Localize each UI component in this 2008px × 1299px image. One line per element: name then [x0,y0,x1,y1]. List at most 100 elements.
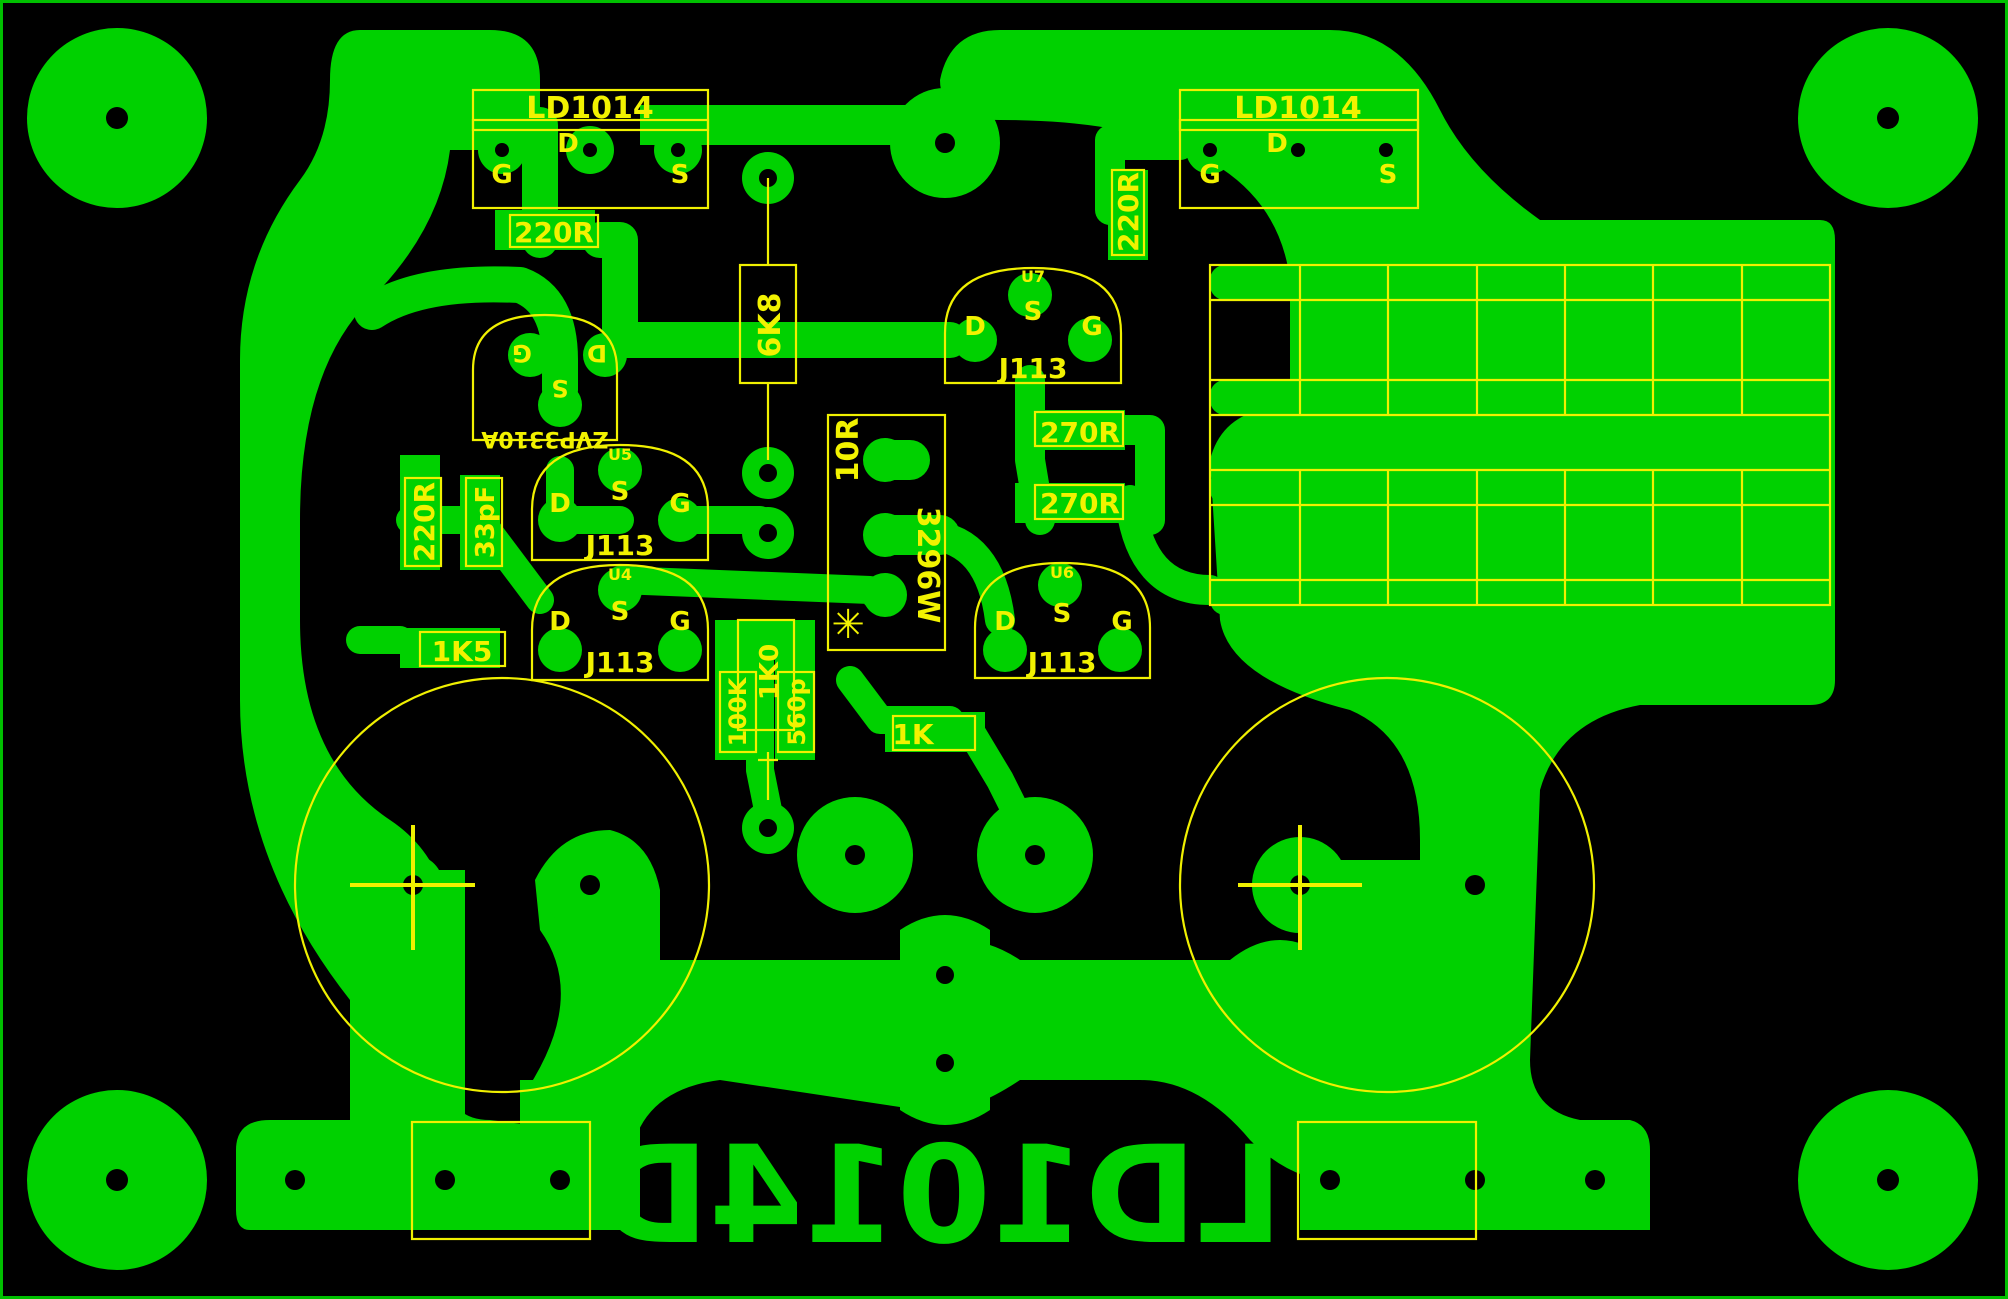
pad-270r-a [1015,410,1125,450]
pad-270r-b [1015,483,1125,523]
r-100k-outline [718,670,758,754]
pad-trimmer-3 [863,573,907,617]
copper-layer [27,28,1978,1270]
strip-4 [1210,580,1830,615]
r-6k8-label: 6K8 [753,293,788,358]
drill-holes [106,107,1899,1191]
pad-220r-right [1108,170,1148,260]
zvp-pin-s: S [551,374,568,402]
ld1014-right-pin-s: S [1379,160,1398,190]
u4-outline [530,563,710,682]
u5-value: J113 [584,529,655,562]
pad-trimmer-2 [863,513,907,557]
ld1014-right-label: LD1014 [1234,91,1362,126]
u5-pin-d: D [549,489,571,519]
u7-pin-d: D [964,312,986,342]
r-220r-left-label: 220R [408,482,441,562]
r-100k-label: 100K [724,676,752,746]
pad-1k0 [735,620,795,660]
c-560p-outline [776,670,816,754]
ld1014-left-pin-s: S [671,160,690,190]
strip-3 [1210,470,1830,505]
trace-drain-bus [582,222,968,358]
r-1k5-label: 1K5 [432,635,493,668]
ld1014-left-outline [471,88,710,210]
u7-value: J113 [997,352,1068,385]
c-560p-label: 560p [783,678,811,745]
cap-right-plus-icon [1238,825,1362,950]
r-220r-right-label: 220R [1112,172,1145,252]
ld1014-right-pin-g: G [1199,160,1220,190]
u6-ref: U6 [1050,563,1074,582]
trimmer-marker-icon: ✳ [831,602,865,648]
trace-trimmer-3 [915,520,1015,635]
u4-pin-d: D [549,607,571,637]
u6-pin-d: D [994,607,1016,637]
u4-pin-s: S [611,597,630,627]
u4-pin-g: G [669,607,690,637]
r-220r-top-outline [508,213,600,249]
pad-trimmer-1 [863,438,907,482]
u7-ref: U7 [1021,267,1045,286]
r-1k5-outline [418,630,507,668]
cap-left-plus-icon [350,825,475,950]
r-10r-label: 10R [831,418,866,483]
r-270r-a-label: 270R [1040,416,1120,449]
r-1k-outline [891,714,977,752]
r-220r-top-label: 220R [514,216,594,249]
c-33pf-label: 33pF [471,486,501,559]
ld1014-left-label: LD1014 [526,91,654,126]
trace-to-heatsink [1115,485,1225,605]
cap-right-outline [1178,676,1596,1094]
u7-pin-g: G [1081,312,1102,342]
u6-value: J113 [1026,646,1097,679]
pad-220r-left [400,455,440,570]
ld1014-right-outline [1178,88,1420,210]
trimmer-outline [826,413,947,652]
strip-2 [1210,380,1830,415]
pad-220r-top [495,210,595,250]
ld1014-left-pin-d: D [557,129,579,159]
u6-outline [973,561,1152,680]
u6-pin-s: S [1053,599,1072,629]
strip-1 [1210,265,1830,300]
ld1014-left-pin-g: G [491,160,512,190]
u5-outline [530,443,710,562]
r-270r-a-outline [1033,410,1125,448]
zvp-pin-g: G [512,339,532,367]
pad-1k5 [400,628,500,668]
trace-zvp-gate [354,266,578,408]
c-33pf-outline [464,476,504,568]
u6-pin-g: G [1111,607,1132,637]
pad-1k [885,712,985,752]
r-270r-b-label: 270R [1040,487,1120,520]
r-270r-b-outline [1033,483,1125,521]
u4-value: J113 [584,646,655,679]
silkscreen-layer: LD1014 G D S LD1014 G D S 220R 220R 6K8 … [293,88,1832,1241]
trace-ld-gate [492,107,558,258]
u4-ref: U4 [608,565,632,584]
left-pour [236,30,600,1230]
zvp3310a-outline [471,313,619,442]
u5-ref: U5 [608,445,632,464]
r-220r-left-outline [403,476,443,568]
cap-left-outline [293,676,711,1094]
u7-outline [943,266,1123,385]
zvp-pin-d: D [587,339,607,367]
ld1014-right-pin-d: D [1266,129,1288,159]
bottom-center-island [900,915,990,1125]
r-220r-right-outline [1110,168,1146,257]
u5-pin-g: G [669,489,690,519]
connector-left-outline [410,1120,592,1241]
board-title-mirrored: LD1014D [597,1117,1283,1274]
r-1k-label: 1K [892,718,934,751]
u7-pin-s: S [1024,297,1043,327]
heatsink-grid [1208,263,1832,607]
trimmer-label: 3296W [910,507,945,624]
u5-pin-s: S [611,477,630,507]
right-pour [940,30,1835,1230]
connector-right-outline [1296,1120,1478,1241]
r-1k0-outline [736,618,796,732]
